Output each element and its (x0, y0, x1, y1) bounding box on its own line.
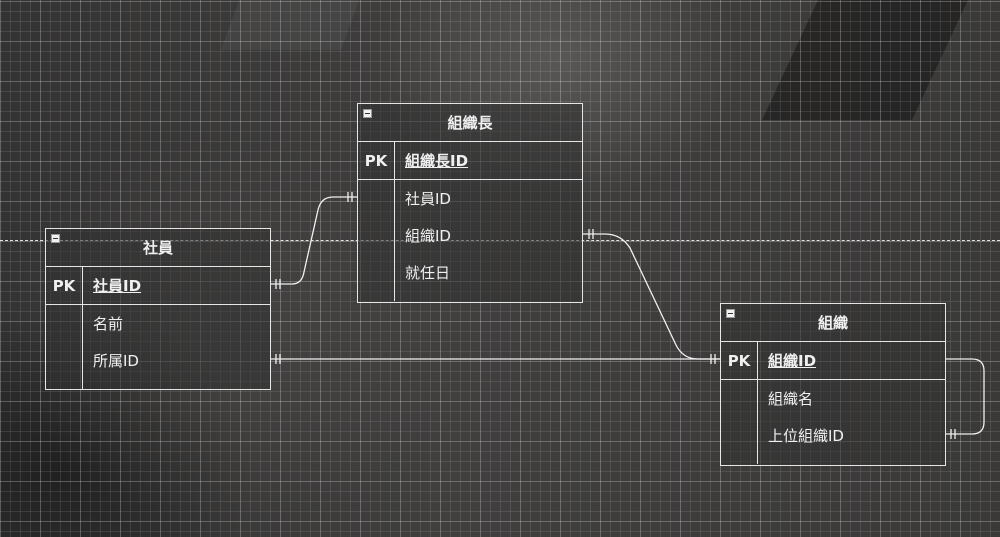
field-gutter (46, 305, 83, 389)
pk-row[interactable]: PK 組織ID (721, 342, 945, 380)
field-gutter (721, 380, 758, 464)
link-organization-self[interactable] (945, 358, 985, 435)
pk-field[interactable]: 組織ID (768, 352, 817, 370)
entity-organization[interactable]: 組織 PK 組織ID 組織名 上位組織ID (720, 303, 946, 466)
pk-row[interactable]: PK 組織長ID (358, 142, 582, 180)
entity-title: 組織 (817, 314, 848, 332)
field-list: 社員ID 組織ID 就任日 (358, 180, 582, 301)
field-row[interactable]: 就任日 (405, 264, 451, 282)
pk-label: PK (46, 267, 83, 304)
entity-title: 社員 (142, 239, 173, 257)
entity-title: 組織長 (447, 114, 493, 132)
field-row[interactable]: 上位組織ID (768, 427, 844, 445)
field-row[interactable]: 組織名 (768, 390, 814, 408)
entity-header[interactable]: 社員 (46, 229, 270, 267)
entity-header[interactable]: 組織 (721, 304, 945, 342)
pk-field[interactable]: 社員ID (93, 277, 142, 295)
entity-manager[interactable]: 組織長 PK 組織長ID 社員ID 組織ID 就任日 (357, 103, 583, 303)
field-row[interactable]: 組織ID (405, 227, 451, 245)
pk-row[interactable]: PK 社員ID (46, 267, 270, 305)
field-list: 名前 所属ID (46, 305, 270, 389)
field-list: 組織名 上位組織ID (721, 380, 945, 464)
field-gutter (358, 180, 395, 301)
collapse-icon[interactable] (726, 309, 735, 318)
collapse-icon[interactable] (51, 234, 60, 243)
collapse-icon[interactable] (363, 109, 372, 118)
pk-label: PK (358, 142, 395, 179)
pk-field[interactable]: 組織長ID (405, 152, 469, 170)
link-manager-organization[interactable] (583, 233, 721, 360)
field-row[interactable]: 所属ID (93, 352, 139, 370)
pk-label: PK (721, 342, 758, 379)
link-employee-manager[interactable] (270, 196, 358, 285)
field-row[interactable]: 社員ID (405, 190, 451, 208)
field-row[interactable]: 名前 (93, 315, 124, 333)
entity-employee[interactable]: 社員 PK 社員ID 名前 所属ID (45, 228, 271, 390)
entity-header[interactable]: 組織長 (358, 104, 582, 142)
